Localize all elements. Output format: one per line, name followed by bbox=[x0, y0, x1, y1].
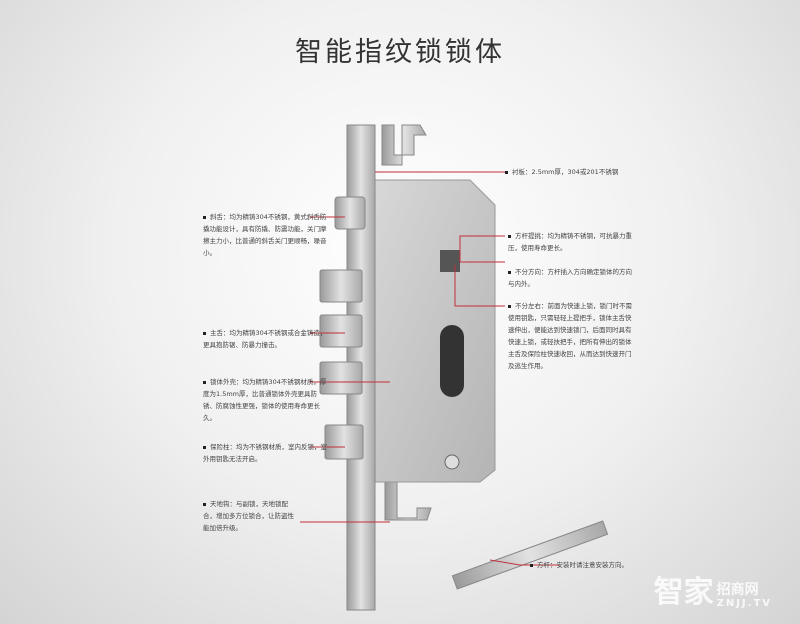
label-spindle-hub: 方杆提挑：均为精铸不锈钢，可抗暴力重压，使用寿命更长。 bbox=[508, 232, 632, 252]
label-hooks: 天地钩：与副锁，天地锁配合，增加多方位锁合，让防盗性能加倍升级。 bbox=[203, 500, 294, 532]
label-spindle: 方杆：安装时请注意安装方向。 bbox=[530, 559, 628, 571]
screw-icon bbox=[444, 454, 460, 470]
spindle bbox=[451, 520, 609, 590]
deadbolt bbox=[324, 424, 364, 460]
watermark-right-column: 招商网 ZNJJ.TV bbox=[717, 582, 772, 610]
main-bolt bbox=[319, 314, 363, 348]
label-deadbolt: 保险柱：均为不锈钢材质，室内反锁，室外用钥匙无法开启。 bbox=[203, 443, 327, 463]
label-left-right: 不分左右：前面为快速上锁，锁门时不需使用钥匙，只需轻轻上提把手，锁体主舌快速伸出… bbox=[508, 302, 632, 370]
label-backplate: 衬板：2.5mm厚，304或201不锈钢 bbox=[505, 166, 705, 178]
watermark-logo: 智家 招商网 ZNJJ.TV bbox=[654, 576, 772, 610]
main-bolt bbox=[319, 361, 363, 395]
cylinder-cutout bbox=[440, 325, 464, 397]
main-bolt bbox=[319, 269, 363, 303]
lock-case bbox=[371, 179, 496, 483]
watermark-en: ZNJJ.TV bbox=[716, 598, 772, 609]
bottom-hook bbox=[384, 477, 432, 521]
watermark-cn2: 招商网 bbox=[716, 582, 759, 598]
watermark-cn: 智家 bbox=[653, 575, 714, 610]
label-main-bolt: 主舌：均为精铸304不锈钢或合金铸造，更具抱防锯、防暴力撞击。 bbox=[203, 329, 327, 349]
top-hook bbox=[381, 124, 427, 166]
label-direction: 不分方向：方杆插入方向确定锁体的方向与内外。 bbox=[508, 268, 632, 288]
spindle-hub bbox=[440, 250, 460, 272]
page-title: 智能指纹锁锁体 bbox=[295, 37, 505, 68]
label-latch: 斜舌：均为精铸304不锈钢，黄式斜舌防撬功能设计，具有防撬、防震功能，关门摩擦主… bbox=[203, 213, 327, 257]
latch-bolt bbox=[334, 196, 366, 230]
label-shell: 锁体外壳：均为精铸304不锈钢材质，厚度为1.5mm厚，比普通锁体外壳更具防锈、… bbox=[203, 378, 327, 422]
leader-lines bbox=[300, 171, 560, 566]
